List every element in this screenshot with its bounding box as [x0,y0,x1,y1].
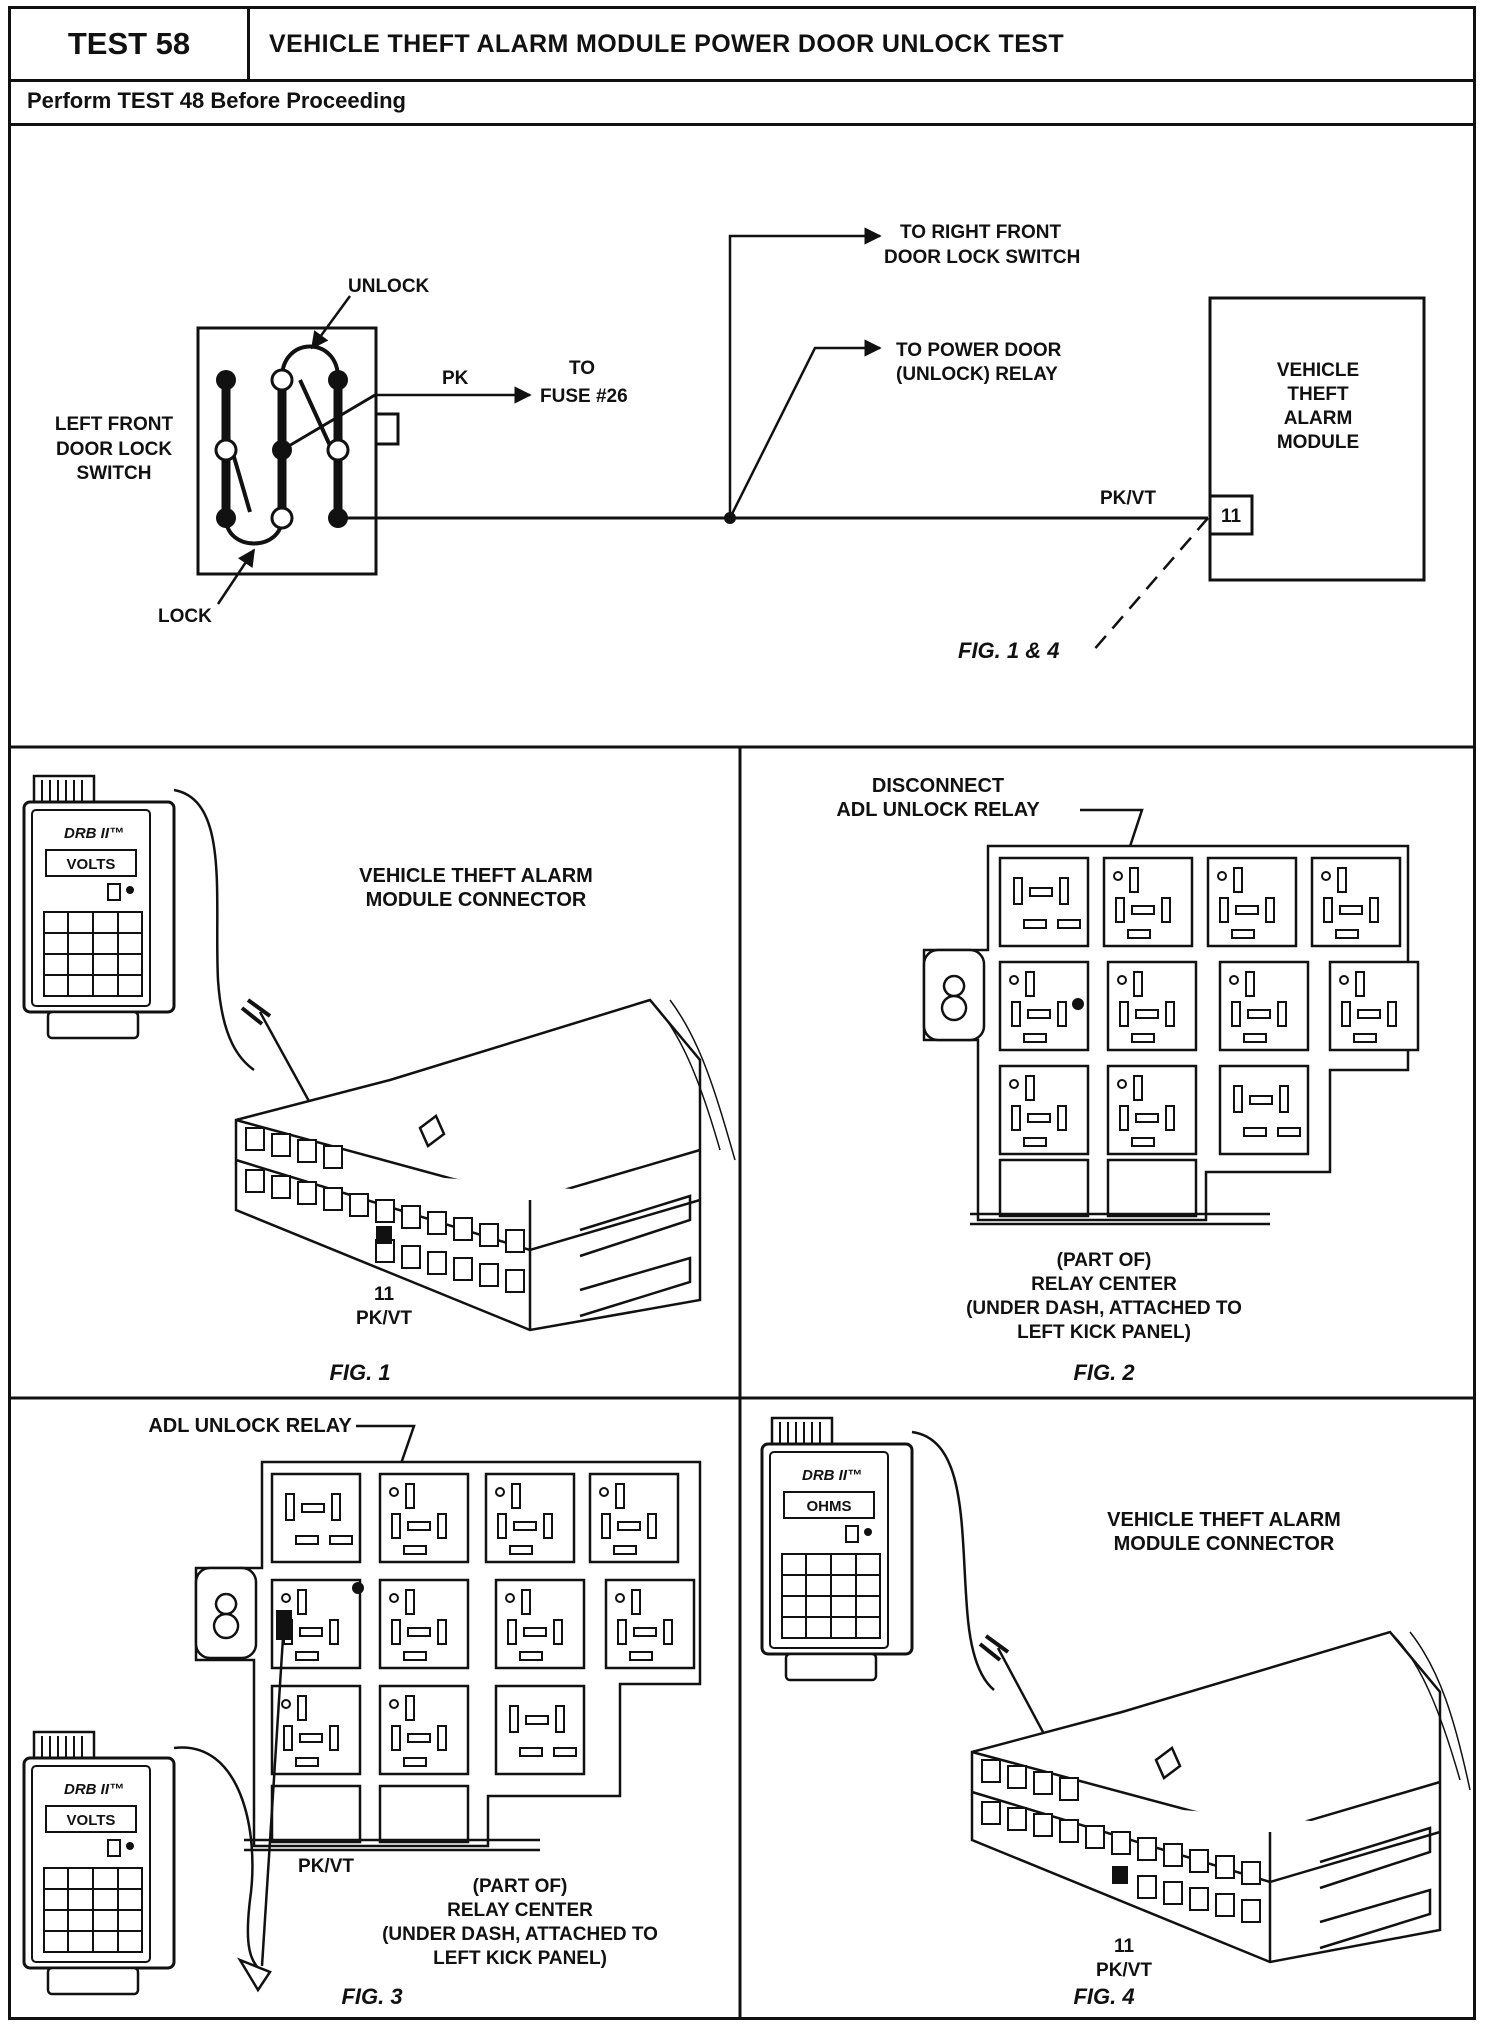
fig-1-caption: FIG. 1 [329,1360,390,1385]
fig-4-panel: DRB II™ OHMS 1 [760,1416,1471,2009]
prerequisite-note: Perform TEST 48 Before Proceeding [27,88,406,113]
fig-1-panel: DRB II™ VOLTS [22,774,736,1385]
fig-2-label-line-4: LEFT KICK PANEL) [1017,1322,1191,1343]
switch-label-line-1: LEFT FRONT [55,414,174,435]
fig-3-label-line-2: RELAY CENTER [447,1900,593,1921]
fig-2-label-line-1: (PART OF) [1057,1250,1152,1271]
switch-label-line-2: DOOR LOCK [56,439,172,460]
tester-mode-display: OHMS [807,1498,852,1515]
fuse-label: FUSE #26 [540,386,628,407]
to-label: TO [569,358,595,379]
tester-brand: DRB II™ [64,825,124,842]
tester-brand: DRB II™ [802,1467,862,1484]
pin-11-cavity [376,1226,392,1244]
module-pin-label: 11 [1221,506,1242,527]
fig-2-panel: DISCONNECT ADL UNLOCK RELAY (PART OF) RE [836,775,1420,1385]
module-connector [234,998,702,1332]
test-number: TEST 58 [11,9,250,79]
unlock-label: UNLOCK [348,276,430,297]
tester-brand: DRB II™ [64,1781,124,1798]
fig-3-panel: ADL UNLOCK RELAY DRB II™ [22,1415,702,2009]
pk-vt-wire-label: PK/VT [1100,488,1156,509]
drb-ii-tester: DRB II™ OHMS [760,1416,914,1682]
fig-4-wire-label: PK/VT [1096,1960,1152,1981]
relay-center [922,844,1420,1226]
fig-4-pin-number: 11 [1114,1936,1135,1957]
fig-3-label-line-3: (UNDER DASH, ATTACHED TO [382,1924,658,1945]
fig-1-wire-label: PK/VT [356,1308,412,1329]
right-switch-label-line-2: DOOR LOCK SWITCH [884,247,1080,268]
relay-label-line-2: (UNLOCK) RELAY [896,364,1058,385]
right-switch-label-line-1: TO RIGHT FRONT [900,222,1062,243]
tester-mode-display: VOLTS [67,856,116,873]
fig-1-title-line-1: VEHICLE THEFT ALARM [359,865,593,887]
fig-2-caption: FIG. 2 [1073,1360,1135,1385]
test-title: VEHICLE THEFT ALARM MODULE POWER DOOR UN… [269,29,1065,58]
tester-mode-display: VOLTS [67,1812,116,1829]
drb-ii-tester: DRB II™ VOLTS [22,774,176,1040]
lock-label: LOCK [158,606,212,627]
module-connector [970,1630,1442,1964]
relay-label-line-1: TO POWER DOOR [896,340,1062,361]
fig-2-callout-line-1: DISCONNECT [872,775,1004,797]
fig-3-label-line-1: (PART OF) [473,1876,568,1897]
fig-3-label-line-4: LEFT KICK PANEL) [433,1948,607,1969]
module-label-line-1: VEHICLE [1277,360,1359,381]
prerequisite-bar: Perform TEST 48 Before Proceeding [11,79,1473,126]
relay-center [194,1460,702,1852]
fig-3-wire-label: PK/VT [298,1856,354,1877]
fig-4-title-line-1: VEHICLE THEFT ALARM [1107,1509,1341,1531]
fig-1-pin-number: 11 [374,1284,395,1305]
fig-2-label-line-2: RELAY CENTER [1031,1274,1177,1295]
drb-ii-tester: DRB II™ VOLTS [22,1730,176,1996]
fig-reference: FIG. 1 & 4 [958,638,1059,663]
module-label-line-2: THEFT [1287,384,1349,405]
pin-11-cavity [1112,1866,1128,1884]
fig-4-title-line-2: MODULE CONNECTOR [1114,1533,1335,1555]
title-bar: TEST 58 VEHICLE THEFT ALARM MODULE POWER… [11,9,1473,82]
fig-4-caption: FIG. 4 [1073,1984,1134,2009]
module-pin-11 [1208,494,1254,536]
pk-wire-label: PK [442,368,469,389]
module-label-line-3: ALARM [1284,408,1353,429]
test-sheet: TEST 58 VEHICLE THEFT ALARM MODULE POWER… [8,6,1476,2020]
fig-3-callout: ADL UNLOCK RELAY [148,1415,352,1437]
module-label-line-4: MODULE [1277,432,1359,453]
fig-3-caption: FIG. 3 [341,1984,402,2009]
left-front-door-lock-switch [196,326,400,576]
schematic: UNLOCK LOCK LEFT FRONT DOOR LOCK SWITCH … [55,222,1426,663]
fig-1-title-line-2: MODULE CONNECTOR [366,889,587,911]
fig-2-label-line-3: (UNDER DASH, ATTACHED TO [966,1298,1242,1319]
fig-2-callout-line-2: ADL UNLOCK RELAY [836,799,1040,821]
switch-label-line-3: SWITCH [77,463,152,484]
